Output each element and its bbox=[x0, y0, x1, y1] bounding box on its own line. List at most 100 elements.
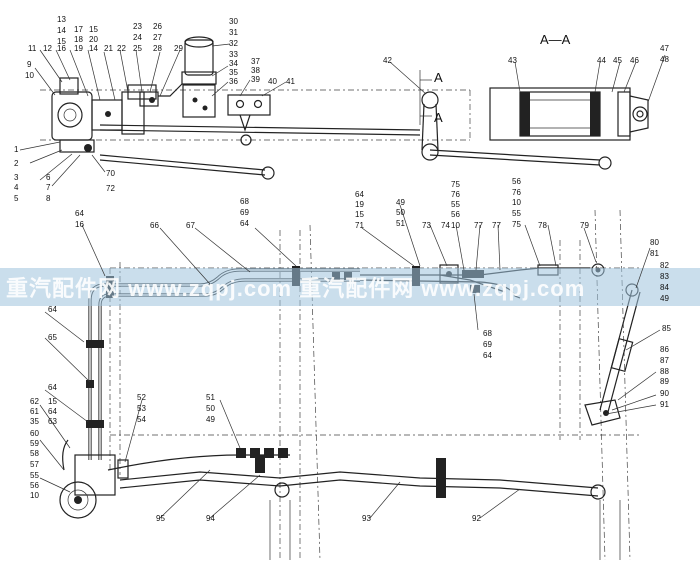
callout: 60 bbox=[30, 429, 39, 438]
callout: 64 bbox=[240, 219, 249, 228]
callout: 9 bbox=[27, 60, 32, 69]
callout: 63 bbox=[48, 417, 57, 426]
callout: 15 bbox=[57, 37, 66, 46]
callout: 92 bbox=[472, 514, 481, 523]
callout: 55 bbox=[512, 209, 521, 218]
callout: 56 bbox=[512, 177, 521, 186]
callout: 76 bbox=[512, 188, 521, 197]
callout: 56 bbox=[451, 210, 460, 219]
callout: 15 bbox=[89, 25, 98, 34]
callout: 10 bbox=[25, 71, 34, 80]
callout: 51 bbox=[206, 393, 215, 402]
callout: 67 bbox=[186, 221, 195, 230]
callout: 55 bbox=[451, 200, 460, 209]
callout: 58 bbox=[30, 449, 39, 458]
callout: 62 bbox=[30, 397, 39, 406]
callout: 39 bbox=[251, 75, 260, 84]
bracket-plate bbox=[121, 91, 145, 135]
callout: 8 bbox=[46, 194, 51, 203]
callout: 50 bbox=[206, 404, 215, 413]
callout: 19 bbox=[74, 44, 83, 53]
callout: 22 bbox=[117, 44, 126, 53]
callout: 17 bbox=[74, 25, 83, 34]
section-marker-bottom: A bbox=[434, 110, 443, 125]
callout: 38 bbox=[251, 66, 260, 75]
callout: 27 bbox=[153, 33, 162, 42]
callout: 5 bbox=[14, 194, 19, 203]
callout: 49 bbox=[660, 294, 669, 303]
mounting-bracket bbox=[227, 94, 271, 116]
callout: 14 bbox=[89, 44, 98, 53]
callout: 31 bbox=[229, 28, 238, 37]
callout: 82 bbox=[660, 261, 669, 270]
callout: 14 bbox=[57, 26, 66, 35]
callout: 71 bbox=[355, 221, 364, 230]
callout: 19 bbox=[355, 200, 364, 209]
callout: 43 bbox=[508, 56, 517, 65]
callout: 23 bbox=[133, 22, 142, 31]
callout: 53 bbox=[137, 404, 146, 413]
callout: 74 bbox=[441, 221, 450, 230]
callout: 81 bbox=[650, 249, 659, 258]
callout: 79 bbox=[580, 221, 589, 230]
callout: 94 bbox=[206, 514, 215, 523]
callout: 21 bbox=[104, 44, 113, 53]
callout: 75 bbox=[512, 220, 521, 229]
callout: 26 bbox=[153, 22, 162, 31]
callout: 12 bbox=[43, 44, 52, 53]
callout: 35 bbox=[30, 417, 39, 426]
callout: 55 bbox=[30, 471, 39, 480]
callout: 15 bbox=[355, 210, 364, 219]
callout: 86 bbox=[660, 345, 669, 354]
callout: 42 bbox=[383, 56, 392, 65]
callout: 41 bbox=[286, 77, 295, 86]
tie-rod-clamp bbox=[436, 458, 446, 498]
callout: 73 bbox=[422, 221, 431, 230]
callout: 10 bbox=[512, 198, 521, 207]
callout: 54 bbox=[137, 415, 146, 424]
callout: 69 bbox=[240, 208, 249, 217]
callout: 2 bbox=[14, 159, 19, 168]
leader-lines bbox=[19, 43, 666, 519]
callout: 88 bbox=[660, 367, 669, 376]
section-label: A—A bbox=[540, 32, 571, 47]
callout: 49 bbox=[206, 415, 215, 424]
callout: 87 bbox=[660, 356, 669, 365]
callout: 30 bbox=[229, 17, 238, 26]
callout: 68 bbox=[483, 329, 492, 338]
callout: 65 bbox=[48, 333, 57, 342]
callout: 24 bbox=[133, 33, 142, 42]
callout: 49 bbox=[396, 198, 405, 207]
callout: 34 bbox=[229, 59, 238, 68]
callout: 28 bbox=[153, 44, 162, 53]
callout: 25 bbox=[133, 44, 142, 53]
callout: 78 bbox=[538, 221, 547, 230]
callout: 77 bbox=[492, 221, 501, 230]
callout: 45 bbox=[613, 56, 622, 65]
callout: 18 bbox=[74, 35, 83, 44]
oil-reservoir bbox=[184, 39, 214, 76]
callout: 3 bbox=[14, 173, 19, 182]
callout: 40 bbox=[268, 77, 277, 86]
callout: 66 bbox=[150, 221, 159, 230]
callout: 85 bbox=[662, 324, 671, 333]
callout: 84 bbox=[660, 283, 669, 292]
callout: 69 bbox=[483, 340, 492, 349]
callout: 64 bbox=[483, 351, 492, 360]
callout: 20 bbox=[89, 35, 98, 44]
callout: 61 bbox=[30, 407, 39, 416]
callout: 35 bbox=[229, 68, 238, 77]
callout: 56 bbox=[30, 481, 39, 490]
callout: 44 bbox=[597, 56, 606, 65]
callout: 75 bbox=[451, 180, 460, 189]
callout: 70 bbox=[106, 169, 115, 178]
callout: 80 bbox=[650, 238, 659, 247]
idler-arm-upper bbox=[421, 91, 439, 109]
steering-arm bbox=[584, 399, 621, 426]
lower-assembly bbox=[59, 209, 641, 561]
section-marker-top: A bbox=[434, 70, 443, 85]
callout: 1 bbox=[14, 145, 19, 154]
callout: 90 bbox=[660, 389, 669, 398]
